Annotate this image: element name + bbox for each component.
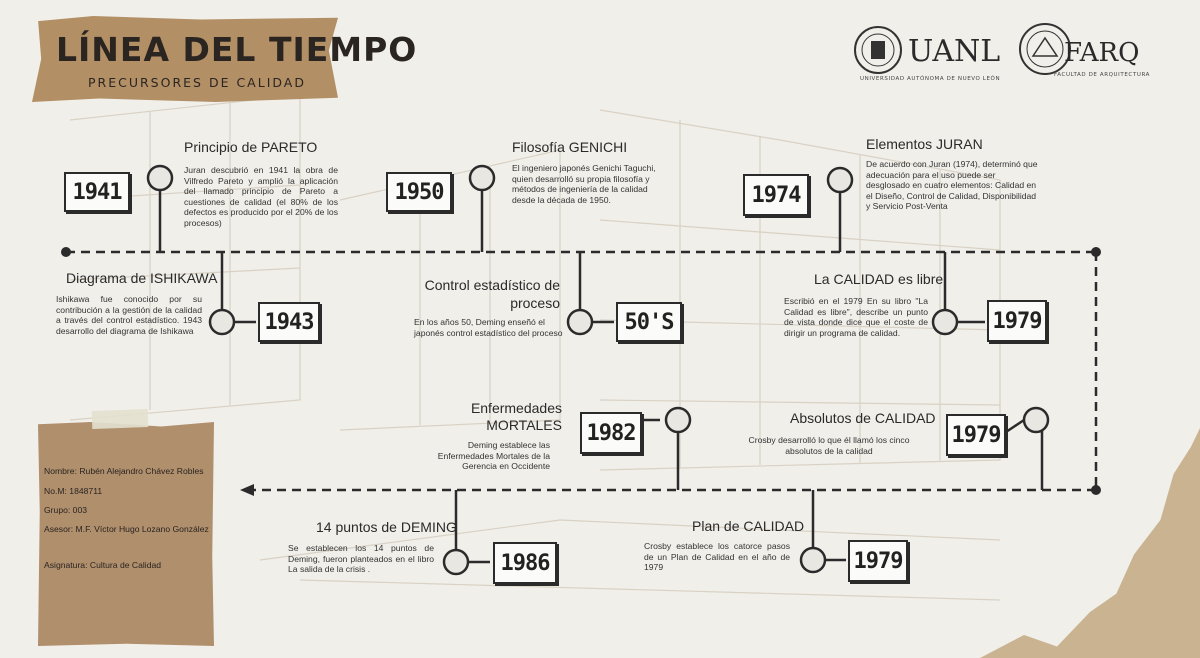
student-note-card	[38, 422, 214, 646]
heading-plan: Plan de CALIDAD	[692, 518, 805, 534]
desc-absolutos: Crosby desarrolló lo que él llamó los ci…	[748, 435, 910, 456]
title-banner	[32, 16, 338, 102]
student-matricula: No.M: 1848711	[44, 486, 103, 496]
uanl-logo-tagline: UNIVERSIDAD AUTÓNOMA DE NUEVO LEÓN	[860, 76, 1001, 82]
student-subject: Asignatura: Cultura de Calidad	[44, 560, 162, 570]
year-box-genichi: 1950	[386, 172, 452, 212]
year-box-juran: 1974	[743, 174, 809, 216]
desc-control: En los años 50, Deming enseñó el japonés…	[414, 317, 563, 338]
year-box-pareto: 1941	[64, 172, 130, 212]
desc-libre: Escribió en el 1979 En su libro "La Cali…	[784, 296, 928, 338]
desc-plan: Crosby establece los catorce pasos de un…	[644, 541, 790, 573]
year-box-plan: 1979	[848, 540, 908, 582]
heading-deming: 14 puntos de DEMING	[316, 519, 457, 535]
note-tape	[91, 409, 149, 429]
farq-logo-name: FARQ	[1064, 38, 1140, 68]
heading-ishikawa: Diagrama de ISHIKAWA	[66, 270, 218, 286]
desc-ishikawa: Ishikawa fue conocido por su contribució…	[56, 294, 202, 336]
uanl-logo-name: UANL	[908, 34, 1001, 69]
year-box-mortales: 1982	[580, 412, 642, 454]
desc-deming: Se establecen los 14 puntos de Deming, f…	[288, 543, 434, 575]
page-title: LÍNEA DEL TIEMPO	[56, 30, 418, 69]
student-advisor: Asesor: M.F. Víctor Hugo Lozano González	[44, 524, 209, 534]
heading-pareto: Principio de PARETO	[184, 139, 318, 155]
year-box-libre: 1979	[987, 300, 1047, 342]
desc-juran: De acuerdo con Juran (1974), determinó q…	[866, 159, 1038, 212]
student-group: Grupo: 003	[44, 505, 87, 515]
page-subtitle: PRECURSORES DE CALIDAD	[88, 75, 306, 90]
year-box-control: 50'S	[616, 302, 682, 342]
heading-genichi: Filosofía GENICHI	[512, 139, 628, 155]
student-name: Nombre: Rubén Alejandro Chávez Robles	[44, 466, 204, 476]
heading-control: Control estadístico de proceso	[424, 277, 560, 311]
heading-libre: La CALIDAD es libre	[814, 271, 944, 287]
heading-juran: Elementos JURAN	[866, 136, 983, 152]
desc-genichi: El ingeniero japonés Genichi Taguchi, qu…	[512, 163, 656, 205]
year-box-deming: 1986	[493, 542, 557, 584]
farq-logo-tagline: FACULTAD DE ARQUITECTURA	[1054, 72, 1151, 78]
year-box-absolutos: 1979	[946, 414, 1006, 456]
heading-absolutos: Absolutos de CALIDAD	[790, 410, 936, 426]
desc-pareto: Juran descubrió en 1941 la obra de Vilfr…	[184, 165, 338, 228]
heading-mortales: Enfermedades MORTALES	[470, 400, 562, 433]
farq-seal-icon	[1016, 20, 1074, 78]
year-box-ishikawa: 1943	[258, 302, 320, 342]
desc-mortales: Deming establece las Enfermedades Mortal…	[437, 440, 550, 472]
uanl-seal-icon	[852, 24, 904, 76]
